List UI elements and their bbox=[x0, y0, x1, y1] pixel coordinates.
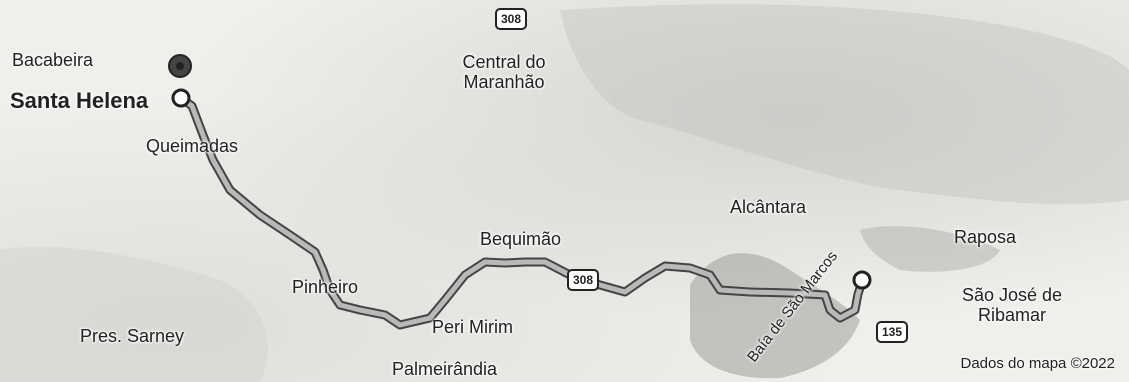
santa-helena-marker bbox=[171, 88, 191, 108]
map-attribution[interactable]: Dados do mapa ©2022 bbox=[960, 355, 1116, 372]
label-sao-jose-line2: Ribamar bbox=[977, 305, 1047, 325]
label-bacabeira: Bacabeira bbox=[12, 50, 94, 70]
label-pres-sarney: Pres. Sarney bbox=[80, 326, 185, 346]
label-santa-helena: Santa Helena bbox=[10, 88, 149, 113]
label-pinheiro: Pinheiro bbox=[292, 277, 359, 297]
bay-water bbox=[690, 253, 860, 379]
label-sao-jose-line1: São José de bbox=[961, 285, 1063, 305]
destination-marker bbox=[852, 270, 872, 290]
label-bequimao: Bequimão bbox=[480, 229, 562, 249]
road-shield-308-mid: 308 bbox=[567, 269, 600, 291]
label-peri-mirim: Peri Mirim bbox=[432, 317, 513, 337]
north-terrain bbox=[560, 4, 1129, 205]
label-raposa: Raposa bbox=[954, 227, 1017, 247]
west-terrain bbox=[0, 246, 268, 382]
label-central-line1: Central do bbox=[462, 52, 546, 72]
route-line bbox=[178, 95, 865, 328]
label-central-do-maranhao: Central do Maranhão bbox=[446, 52, 562, 92]
road-shield-135: 135 bbox=[876, 321, 909, 343]
road-shield-308-north: 308 bbox=[495, 8, 528, 30]
label-sao-jose-de-ribamar: São José de Ribamar bbox=[952, 285, 1072, 325]
label-alcantara: Alcântara bbox=[730, 197, 807, 217]
bay-water-east bbox=[860, 226, 1000, 272]
label-queimadas: Queimadas bbox=[146, 136, 239, 156]
label-central-line2: Maranhão bbox=[463, 72, 545, 92]
origin-pin-inner bbox=[176, 62, 184, 70]
label-palmeirandia: Palmeirândia bbox=[392, 359, 498, 379]
